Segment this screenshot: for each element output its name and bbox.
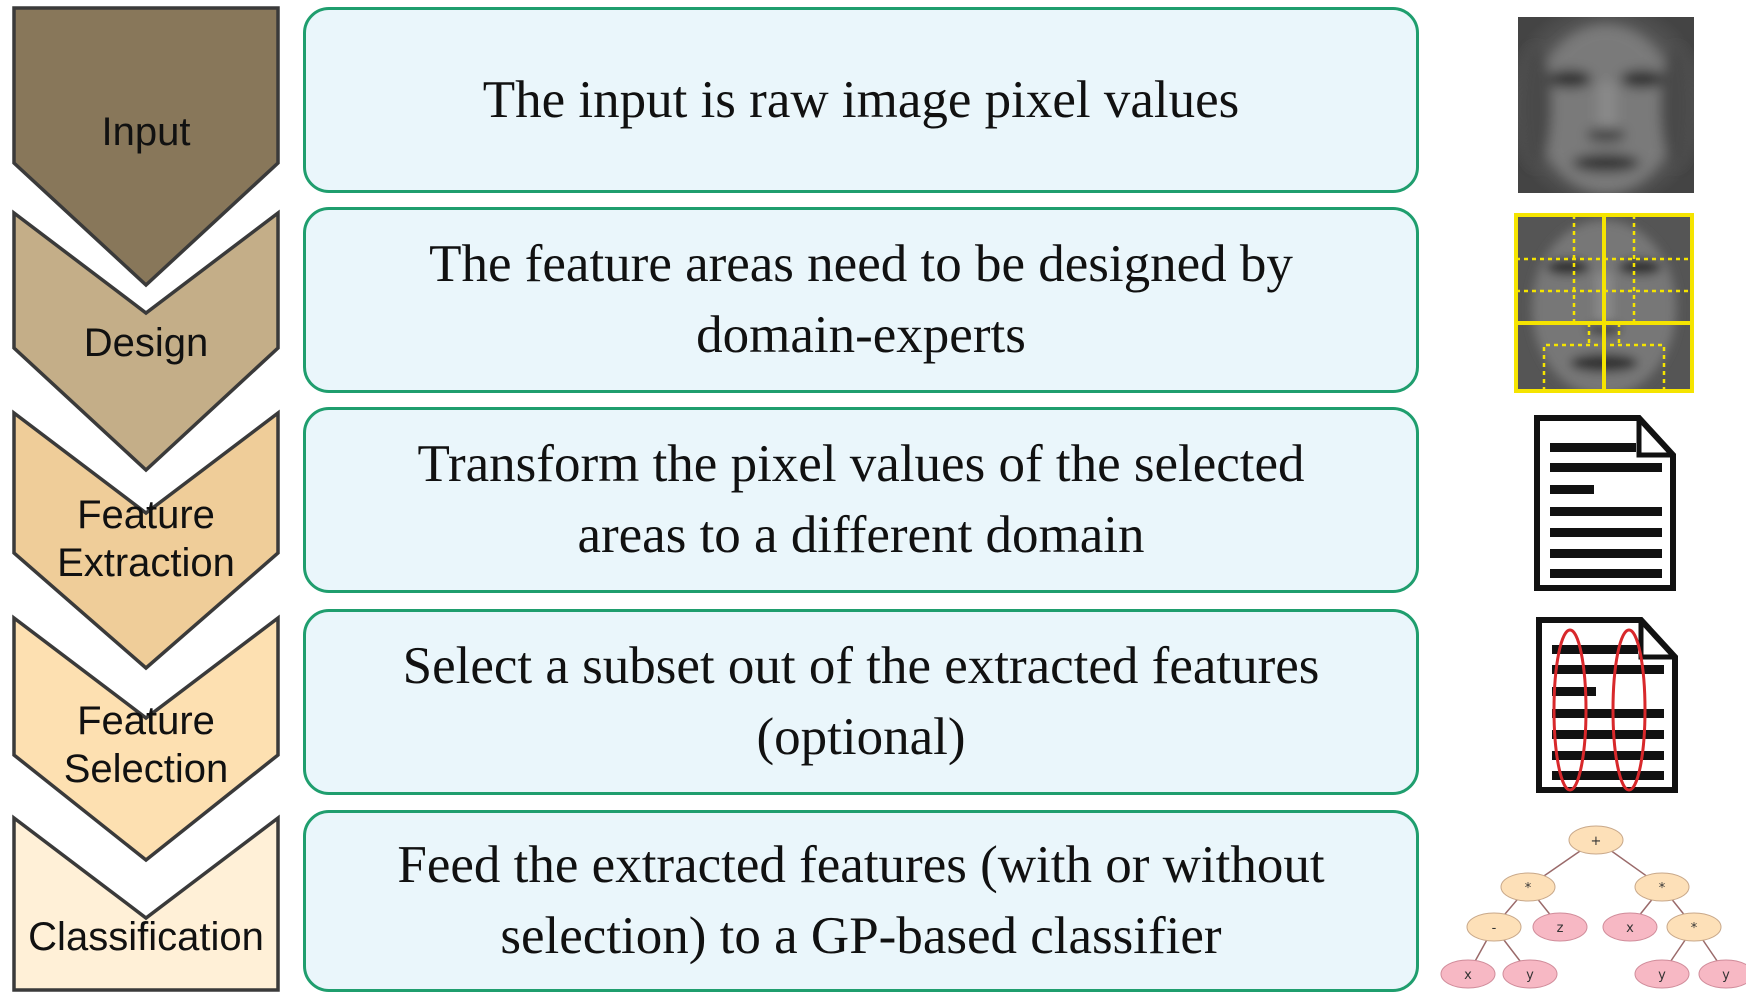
stage-label: Input — [102, 110, 191, 154]
tree-node-label: * — [1525, 881, 1532, 896]
face-grid-icon — [1514, 213, 1694, 393]
description-text-design: The feature areas need to be designed by… — [405, 229, 1317, 371]
tree-node-label: * — [1659, 881, 1666, 896]
description-text-feature-extraction: Transform the pixel values of the select… — [393, 429, 1328, 571]
tree-node — [1568, 825, 1624, 855]
description-line: areas to a different domain — [577, 506, 1145, 564]
stage-chevron — [12, 6, 280, 288]
description-box-classification: Feed the extracted features (with or wit… — [303, 810, 1419, 992]
description-box-feature-selection: Select a subset out of the extracted fea… — [303, 609, 1419, 795]
tree-node — [1466, 912, 1522, 942]
tree-node-label: + — [1591, 834, 1602, 849]
stage-label: Feature — [77, 493, 215, 537]
selected-document-icon — [1536, 617, 1678, 793]
tree-node — [1666, 912, 1722, 942]
tree-node-label: y — [1658, 968, 1666, 983]
description-box-design: The feature areas need to be designed by… — [303, 207, 1419, 393]
stage-chevron — [12, 814, 280, 992]
description-line: The feature areas need to be designed by — [429, 235, 1293, 293]
description-text-classification: Feed the extracted features (with or wit… — [373, 830, 1348, 972]
stage-chevron — [12, 209, 280, 473]
description-line: Transform the pixel values of the select… — [417, 435, 1305, 493]
tree-node — [1602, 912, 1658, 942]
tree-node-label: y — [1722, 968, 1730, 983]
tree-node — [1502, 959, 1558, 989]
stage-label: Selection — [64, 747, 229, 791]
stage-chevron — [12, 409, 280, 671]
description-line: (optional) — [756, 708, 966, 766]
description-line: Select a subset out of the extracted fea… — [402, 637, 1320, 695]
description-line: Feed the extracted features (with or wit… — [397, 836, 1325, 894]
stage-label: Feature — [77, 699, 215, 743]
tree-node-label: x — [1626, 921, 1634, 936]
tree-node-label: - — [1492, 921, 1497, 936]
face-image-icon — [1518, 17, 1694, 193]
stage-label: Extraction — [57, 541, 235, 585]
document-icon — [1534, 415, 1676, 591]
tree-node-label: x — [1464, 968, 1472, 983]
description-box-feature-extraction: Transform the pixel values of the select… — [303, 407, 1419, 593]
tree-node — [1500, 872, 1556, 902]
tree-node-label: y — [1526, 968, 1534, 983]
tree-node — [1634, 959, 1690, 989]
description-text-input: The input is raw image pixel values — [459, 65, 1264, 136]
tree-node — [1634, 872, 1690, 902]
stage-label: Design — [84, 321, 209, 365]
description-text-feature-selection: Select a subset out of the extracted fea… — [379, 631, 1344, 773]
tree-node — [1532, 912, 1588, 942]
description-line: domain-experts — [696, 306, 1026, 364]
description-box-input: The input is raw image pixel values — [303, 7, 1419, 193]
stage-chevron — [12, 614, 280, 863]
pipeline-stages: InputDesignFeatureExtractionFeatureSelec… — [12, 6, 280, 992]
description-line: selection) to a GP-based classifier — [500, 907, 1222, 965]
tree-node — [1440, 959, 1496, 989]
tree-node — [1698, 959, 1746, 989]
tree-node-label: z — [1557, 921, 1564, 936]
stage-label: Classification — [28, 915, 264, 959]
tree-node-label: * — [1691, 921, 1698, 936]
gp-tree-icon: + * * - z x * x y y y — [1440, 825, 1746, 989]
description-line: The input is raw image pixel values — [482, 70, 1240, 129]
